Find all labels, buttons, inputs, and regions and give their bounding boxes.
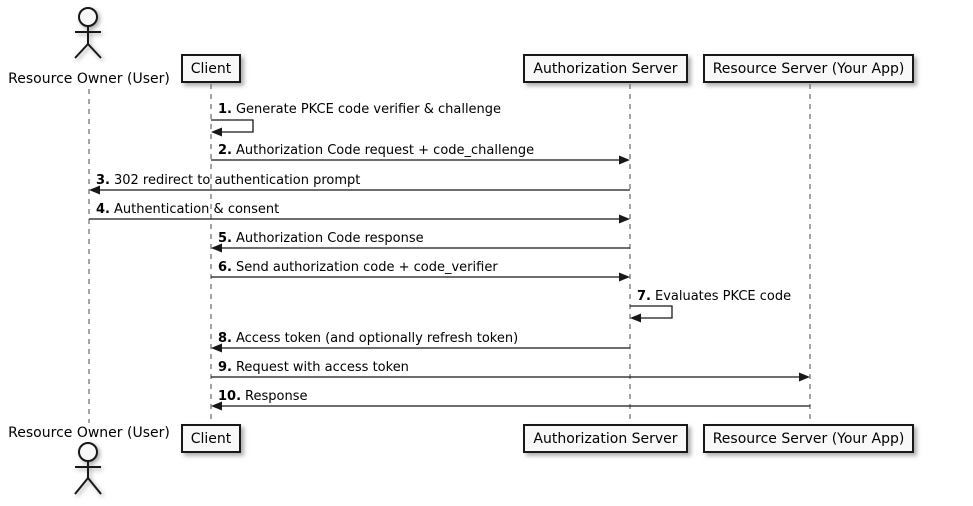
message-6-label: 6.Send authorization code + code_verifie… bbox=[218, 260, 498, 275]
participant-box-client-bottom: Client bbox=[181, 424, 241, 453]
message-7-number: 7. bbox=[637, 289, 651, 304]
actor-label-resource-owner-top: Resource Owner (User) bbox=[8, 71, 170, 87]
actor-figure-bottom-icon bbox=[74, 442, 102, 495]
message-5-arrow bbox=[211, 243, 630, 253]
message-6-number: 6. bbox=[218, 260, 232, 275]
message-8-label: 8.Access token (and optionally refresh t… bbox=[218, 331, 518, 346]
message-7-label: 7.Evaluates PKCE code bbox=[637, 289, 791, 304]
message-4-label: 4.Authentication & consent bbox=[96, 202, 279, 217]
participant-box-auth-server-bottom: Authorization Server bbox=[523, 424, 688, 453]
message-1-number: 1. bbox=[218, 102, 232, 117]
message-1-label: 1.Generate PKCE code verifier & challeng… bbox=[218, 102, 501, 117]
message-10-number: 10. bbox=[218, 389, 242, 404]
message-10-text: Response bbox=[245, 389, 308, 404]
message-3-text: 302 redirect to authentication prompt bbox=[113, 173, 361, 188]
message-4-arrow bbox=[89, 214, 630, 224]
message-2-arrow bbox=[211, 155, 630, 165]
participant-box-client-top: Client bbox=[181, 54, 241, 83]
message-10-arrow bbox=[211, 401, 810, 411]
participant-box-resource-server-bottom: Resource Server (Your App) bbox=[703, 424, 914, 453]
message-8-arrow bbox=[211, 343, 630, 353]
message-5-label: 5.Authorization Code response bbox=[218, 231, 424, 246]
message-3-arrow bbox=[89, 185, 630, 195]
message-9-text: Request with access token bbox=[235, 360, 409, 375]
message-9-label: 9.Request with access token bbox=[218, 360, 409, 375]
message-9-arrow bbox=[211, 372, 810, 382]
message-9-number: 9. bbox=[218, 360, 232, 375]
message-8-text: Access token (and optionally refresh tok… bbox=[235, 331, 519, 346]
message-6-arrow bbox=[211, 272, 630, 282]
actor-figure-top-icon bbox=[74, 7, 102, 59]
message-1-text: Generate PKCE code verifier & challenge bbox=[235, 102, 502, 117]
message-4-text: Authentication & consent bbox=[113, 202, 280, 217]
message-2-text: Authorization Code request + code_challe… bbox=[235, 143, 535, 158]
message-4-number: 4. bbox=[96, 202, 110, 217]
message-5-text: Authorization Code response bbox=[235, 231, 424, 246]
message-8-number: 8. bbox=[218, 331, 232, 346]
message-6-text: Send authorization code + code_verifier bbox=[235, 260, 498, 275]
message-1-arrow bbox=[211, 119, 254, 137]
participant-box-resource-server-top: Resource Server (Your App) bbox=[703, 54, 914, 83]
message-3-number: 3. bbox=[96, 173, 110, 188]
message-7-arrow bbox=[630, 305, 673, 323]
message-2-number: 2. bbox=[218, 143, 232, 158]
message-2-label: 2.Authorization Code request + code_chal… bbox=[218, 143, 534, 158]
message-7-text: Evaluates PKCE code bbox=[654, 289, 792, 304]
actor-label-resource-owner-bottom: Resource Owner (User) bbox=[8, 425, 170, 441]
participant-box-auth-server-top: Authorization Server bbox=[523, 54, 688, 83]
message-3-label: 3.302 redirect to authentication prompt bbox=[96, 173, 360, 188]
message-10-label: 10.Response bbox=[218, 389, 307, 404]
message-5-number: 5. bbox=[218, 231, 232, 246]
